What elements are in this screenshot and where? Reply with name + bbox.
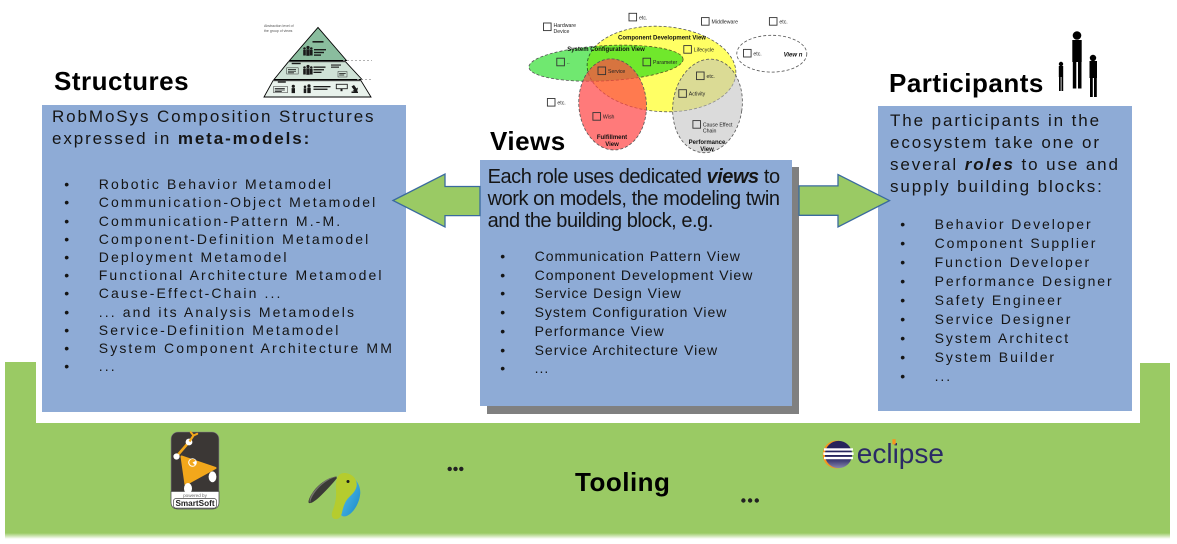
svg-text:etc.: etc. [639,15,647,21]
svg-text:etc.: etc. [753,51,761,57]
svg-text:Chain: Chain [703,129,717,135]
svg-text:etc.: etc. [557,101,565,107]
svg-text:Activity: Activity [689,92,706,98]
svg-text:Fulfillment: Fulfillment [597,135,627,141]
svg-text:View: View [605,142,619,148]
svg-text:View: View [700,147,714,153]
svg-text:etc.: etc. [779,20,787,26]
svg-text:Device: Device [554,29,570,35]
svg-text:etc.: etc. [707,74,715,80]
svg-text:Component Development View: Component Development View [618,36,706,42]
svg-text:Middleware: Middleware [712,20,739,26]
svg-text:the group of views: the group of views [264,29,293,33]
svg-text:powered by: powered by [183,493,207,498]
svg-text:System Configuration View: System Configuration View [567,47,645,53]
svg-text:Lifecycle: Lifecycle [694,48,714,54]
svg-text:Service: Service [608,69,625,75]
svg-text:SmartSoft: SmartSoft [175,499,214,508]
svg-text:..: .. [567,60,570,66]
svg-text:eclipse: eclipse [857,438,944,469]
svg-text:Abstraction level of: Abstraction level of [264,24,294,28]
svg-text:Cause Effect: Cause Effect [703,123,733,129]
svg-text:View n: View n [784,53,803,59]
svg-text:Wish: Wish [603,115,615,121]
svg-text:Hardware: Hardware [554,23,577,29]
svg-text:Performance: Performance [689,140,726,146]
svg-text:Parameter: Parameter [653,60,677,66]
